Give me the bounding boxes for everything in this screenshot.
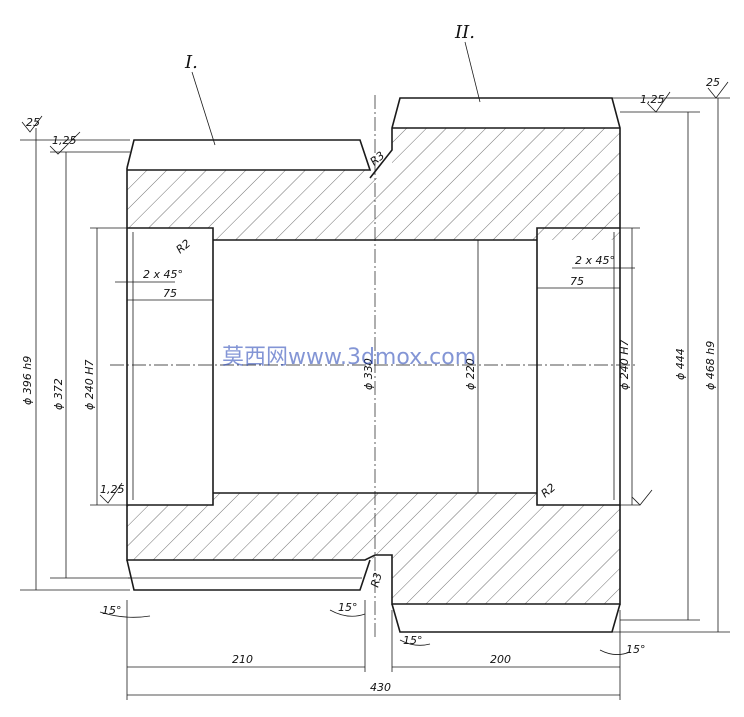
- radius-r3-top: R3: [368, 149, 388, 168]
- dim-bore-left: 75: [163, 287, 177, 300]
- center-lines: [110, 95, 635, 640]
- hatch-bottom: [127, 493, 620, 604]
- dim-d372: ϕ 372: [52, 378, 65, 410]
- dim-d468: ϕ 468 h9: [704, 341, 717, 390]
- dim-len200: 200: [490, 653, 511, 666]
- hatch-top-left: [127, 128, 620, 240]
- view-label-left: I.: [184, 52, 198, 73]
- view-label-right: II.: [454, 22, 475, 43]
- surface-25-right: 25: [706, 76, 720, 89]
- dim-bore-right: 75: [570, 275, 584, 288]
- angle-bottom-left: 15°: [102, 604, 122, 617]
- dim-d220: ϕ 220: [464, 358, 477, 390]
- surface-125-left: 1,25: [52, 134, 77, 147]
- angle-groove-right: 15°: [403, 634, 423, 647]
- dim-d396: ϕ 396 h9: [21, 356, 34, 405]
- dim-len210: 210: [232, 653, 253, 666]
- surface-25-left: 25: [26, 116, 40, 129]
- radius-r2-bottom: R2: [539, 481, 559, 500]
- dim-d240-left: ϕ 240 H7: [83, 359, 96, 410]
- radius-r3-bottom: R3: [368, 571, 384, 589]
- hatched-sections: [127, 128, 620, 604]
- chamfer-right: 2 x 45°: [575, 254, 615, 267]
- surface-symbols: [21, 81, 729, 506]
- angle-bottom-right: 15°: [626, 643, 646, 656]
- dim-len430: 430: [370, 681, 391, 694]
- dim-d330: ϕ 330: [362, 358, 375, 390]
- surface-125-top: 1,25: [640, 93, 665, 106]
- watermark: 莫西网www.3dmox.com: [222, 345, 476, 370]
- dim-d444: ϕ 444: [674, 348, 687, 380]
- chamfer-left: 2 x 45°: [143, 268, 183, 281]
- dim-d240-right: ϕ 240 H7: [618, 339, 631, 390]
- dimension-lines: [20, 41, 730, 700]
- radius-r2-top: R2: [174, 237, 194, 256]
- angle-groove-left: 15°: [338, 601, 358, 614]
- surface-125-bore: 1,25: [100, 483, 125, 496]
